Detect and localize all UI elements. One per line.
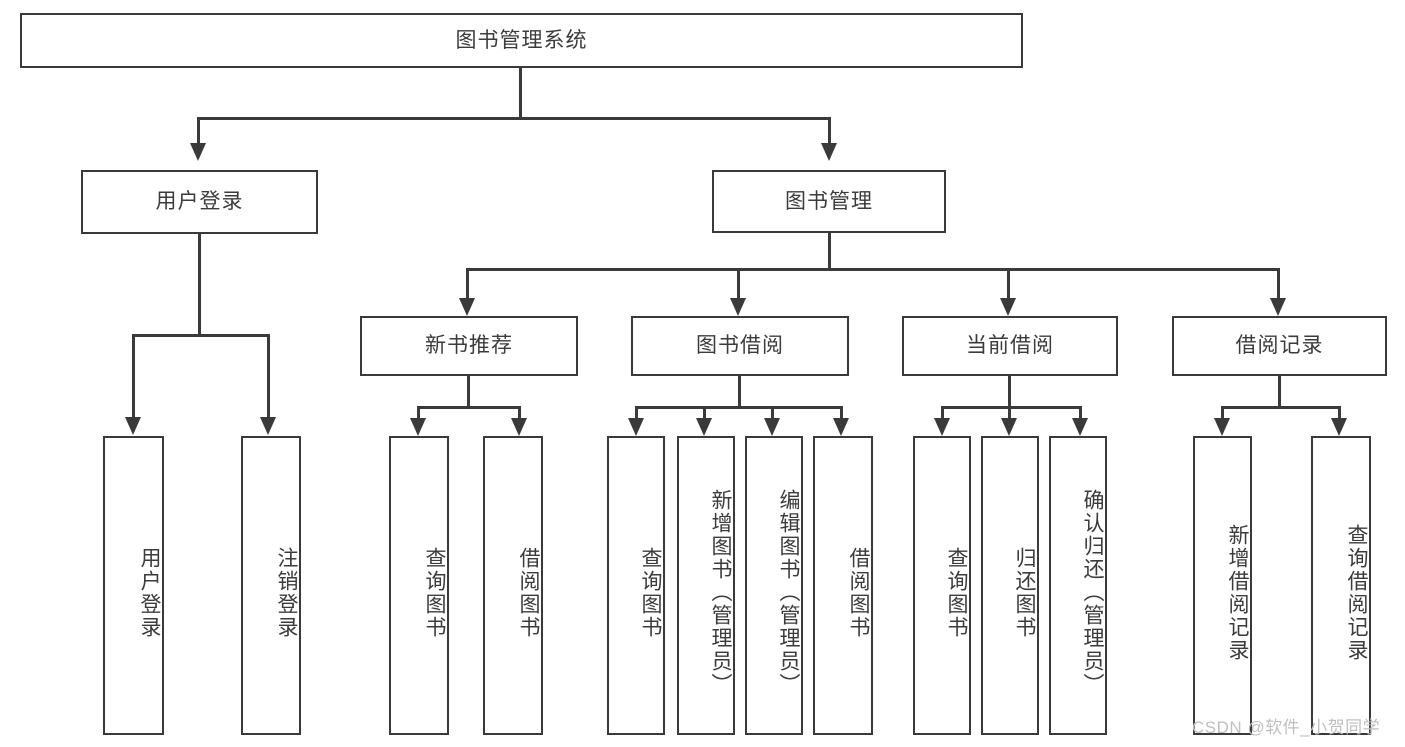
connector-current-borrow-bar: [941, 406, 1082, 409]
arrow-book-mgmt-child2: [730, 298, 746, 316]
connector-book-mgmt-bar: [466, 268, 1280, 271]
connector-user-login-child2-drop: [267, 334, 270, 419]
arrow-book-borrow-child1: [628, 418, 644, 436]
connector-book-borrow-child4-drop: [840, 406, 843, 420]
connector-book-borrow-child1-drop: [635, 406, 638, 420]
connector-book-borrow-child2-drop: [703, 406, 706, 420]
connector-root-stem: [519, 68, 522, 118]
connector-new-book-child2-drop: [518, 406, 521, 420]
connector-new-book-bar: [417, 406, 521, 409]
node-label: 用户登录: [155, 190, 244, 214]
node-new-book-recommend[interactable]: 新书推荐: [360, 316, 578, 376]
connector-current-borrow-child1-drop: [941, 406, 944, 420]
arrow-new-book-child1: [410, 418, 426, 436]
node-label: 归还图书: [1013, 546, 1036, 639]
leaf-user-login[interactable]: 用户登录: [103, 436, 164, 735]
leaf-query-book-current[interactable]: 查询图书: [913, 436, 971, 735]
connector-book-mgmt-child3-drop: [1007, 268, 1010, 300]
leaf-return-book[interactable]: 归还图书: [981, 436, 1039, 735]
node-label: 借阅记录: [1235, 334, 1324, 358]
node-label: 查询图书: [945, 546, 968, 639]
leaf-borrow-book[interactable]: 借阅图书: [813, 436, 873, 735]
arrow-borrow-record-child2: [1331, 418, 1347, 436]
leaf-add-book-admin[interactable]: 新增图书（管理员）: [677, 436, 735, 735]
node-label: 借阅图书: [847, 546, 870, 639]
connector-book-mgmt-child4-drop: [1277, 268, 1280, 300]
node-label: 查询图书: [639, 546, 662, 639]
node-label: 确认归还（管理员）: [1081, 489, 1104, 696]
leaf-query-book-recommend[interactable]: 查询图书: [389, 436, 449, 735]
connector-book-borrow-bar: [635, 406, 843, 409]
arrow-book-borrow-child4: [833, 418, 849, 436]
node-label: 新增借阅记录: [1226, 523, 1249, 662]
connector-user-login-child1-drop: [132, 334, 135, 419]
node-label: 编辑图书（管理员）: [777, 489, 800, 696]
leaf-edit-book-admin[interactable]: 编辑图书（管理员）: [745, 436, 803, 735]
node-book-management[interactable]: 图书管理: [712, 170, 946, 233]
node-label: 用户登录: [138, 546, 161, 639]
connector-book-mgmt-child1-drop: [466, 268, 469, 300]
node-label: 图书借阅: [696, 334, 784, 358]
arrow-book-mgmt-child4: [1270, 298, 1286, 316]
connector-current-borrow-stem: [1008, 376, 1011, 408]
node-book-borrow[interactable]: 图书借阅: [631, 316, 849, 376]
node-label: 当前借阅: [966, 334, 1054, 358]
arrow-current-borrow-child1: [934, 418, 950, 436]
leaf-borrow-book-recommend[interactable]: 借阅图书: [483, 436, 543, 735]
leaf-logout[interactable]: 注销登录: [241, 436, 301, 735]
connector-borrow-record-child1-drop: [1221, 406, 1224, 420]
connector-new-book-stem: [467, 376, 470, 408]
leaf-confirm-return-admin[interactable]: 确认归还（管理员）: [1049, 436, 1107, 735]
arrow-level1-right: [821, 143, 837, 161]
arrow-level1-left: [190, 143, 206, 161]
connector-borrow-record-bar: [1221, 406, 1341, 409]
connector-current-borrow-child2-drop: [1008, 406, 1011, 420]
node-label: 图书管理系统: [455, 28, 588, 52]
connector-borrow-record-child2-drop: [1338, 406, 1341, 420]
connector-book-mgmt-stem: [828, 233, 831, 270]
leaf-add-borrow-record[interactable]: 新增借阅记录: [1193, 436, 1252, 735]
connector-level1-left-drop: [197, 117, 200, 145]
node-label: 查询借阅记录: [1345, 523, 1368, 662]
connector-user-login-stem: [198, 234, 201, 337]
node-label: 图书管理: [785, 189, 873, 213]
arrow-book-mgmt-child1: [459, 298, 475, 316]
connector-book-borrow-child3-drop: [771, 406, 774, 420]
leaf-query-borrow-record[interactable]: 查询借阅记录: [1311, 436, 1371, 735]
connector-new-book-child1-drop: [417, 406, 420, 420]
arrow-user-login-child2: [260, 417, 276, 435]
node-label: 借阅图书: [517, 546, 540, 639]
arrow-book-mgmt-child3: [1000, 298, 1016, 316]
arrow-current-borrow-child3: [1072, 418, 1088, 436]
arrow-new-book-child2: [511, 418, 527, 436]
node-current-borrow[interactable]: 当前借阅: [902, 316, 1118, 376]
connector-current-borrow-child3-drop: [1079, 406, 1082, 420]
arrow-book-borrow-child2: [696, 418, 712, 436]
arrow-book-borrow-child3: [764, 418, 780, 436]
node-label: 查询图书: [423, 546, 446, 639]
connector-borrow-record-stem: [1278, 376, 1281, 408]
node-user-login[interactable]: 用户登录: [81, 170, 318, 234]
arrow-current-borrow-child2: [1001, 418, 1017, 436]
node-borrow-record[interactable]: 借阅记录: [1172, 316, 1387, 376]
connector-level1-bar: [197, 117, 831, 120]
connector-book-borrow-stem: [738, 376, 741, 408]
node-label: 新书推荐: [425, 334, 513, 358]
node-label: 注销登录: [275, 546, 298, 639]
node-root-system[interactable]: 图书管理系统: [20, 13, 1023, 68]
connector-user-login-bar: [132, 334, 269, 337]
arrow-borrow-record-child1: [1214, 418, 1230, 436]
arrow-user-login-child1: [125, 417, 141, 435]
node-label: 新增图书（管理员）: [709, 489, 732, 696]
leaf-query-book-borrow[interactable]: 查询图书: [607, 436, 665, 735]
connector-level1-right-drop: [828, 117, 831, 145]
connector-book-mgmt-child2-drop: [737, 268, 740, 300]
